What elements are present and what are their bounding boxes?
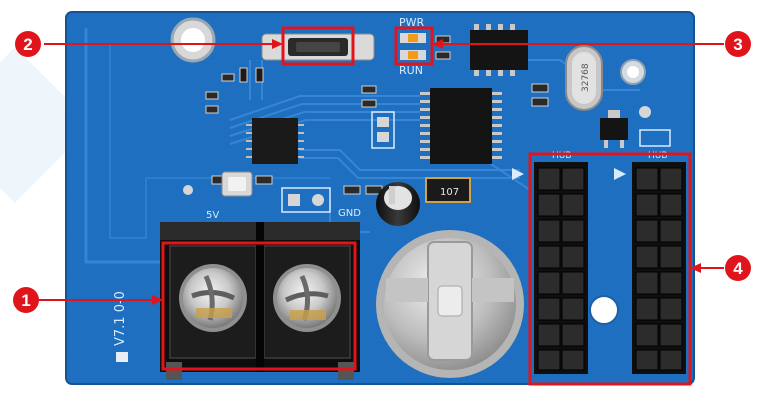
- mounting-hole-top-left: [170, 17, 216, 63]
- mounting-hole-top-right: [620, 59, 646, 85]
- indicator-leds: [400, 33, 426, 60]
- coin-cell-battery: [376, 230, 524, 378]
- callout-marker-2: 2: [15, 31, 41, 57]
- pwr-label: PWR: [399, 16, 425, 29]
- smd-passives: [205, 35, 549, 195]
- callout-number-3: 3: [733, 35, 742, 54]
- header-left-label: HUB: [552, 151, 572, 161]
- callout-number-2: 2: [23, 35, 32, 54]
- tantalum-capacitor: 107: [425, 177, 471, 203]
- crystal-label: 32768: [581, 63, 591, 92]
- soic-chip-top: [470, 24, 528, 76]
- terminal-screw-right: [273, 264, 341, 332]
- power-terminal-block: [160, 222, 360, 380]
- callout-leaders: [38, 39, 724, 305]
- antenna-trace: [84, 28, 168, 264]
- callout-marker-3: 3: [725, 31, 751, 57]
- version-label: V7.1 0-0: [113, 291, 128, 346]
- electrolytic-capacitor: [376, 182, 420, 226]
- callout-number-1: 1: [21, 291, 30, 310]
- small-oscillator: [221, 171, 253, 197]
- tssop-chip: [420, 88, 502, 164]
- gnd-label: GND: [338, 208, 361, 219]
- mounting-hole-header: [589, 295, 619, 325]
- header-right-label: HUB: [648, 151, 668, 161]
- terminal-screw-left: [179, 264, 247, 332]
- hub-headers: [512, 162, 686, 374]
- crystal-oscillator: 32768: [565, 45, 603, 111]
- qfp-chip: [246, 118, 304, 164]
- capacitor-code: 107: [440, 187, 459, 198]
- callout-marker-4: 4: [725, 255, 751, 281]
- callout-box-1: [161, 241, 357, 371]
- callout-marker-1: 1: [13, 287, 39, 313]
- push-button: [261, 33, 375, 61]
- five-v-label: 5V: [206, 210, 219, 221]
- callout-number-4: 4: [733, 259, 743, 278]
- run-label: RUN: [399, 64, 423, 77]
- transistor: [600, 110, 628, 148]
- test-pads: [183, 106, 671, 213]
- callout-box-3: [394, 26, 434, 66]
- version-mark: [116, 352, 128, 362]
- callout-box-2: [281, 26, 355, 66]
